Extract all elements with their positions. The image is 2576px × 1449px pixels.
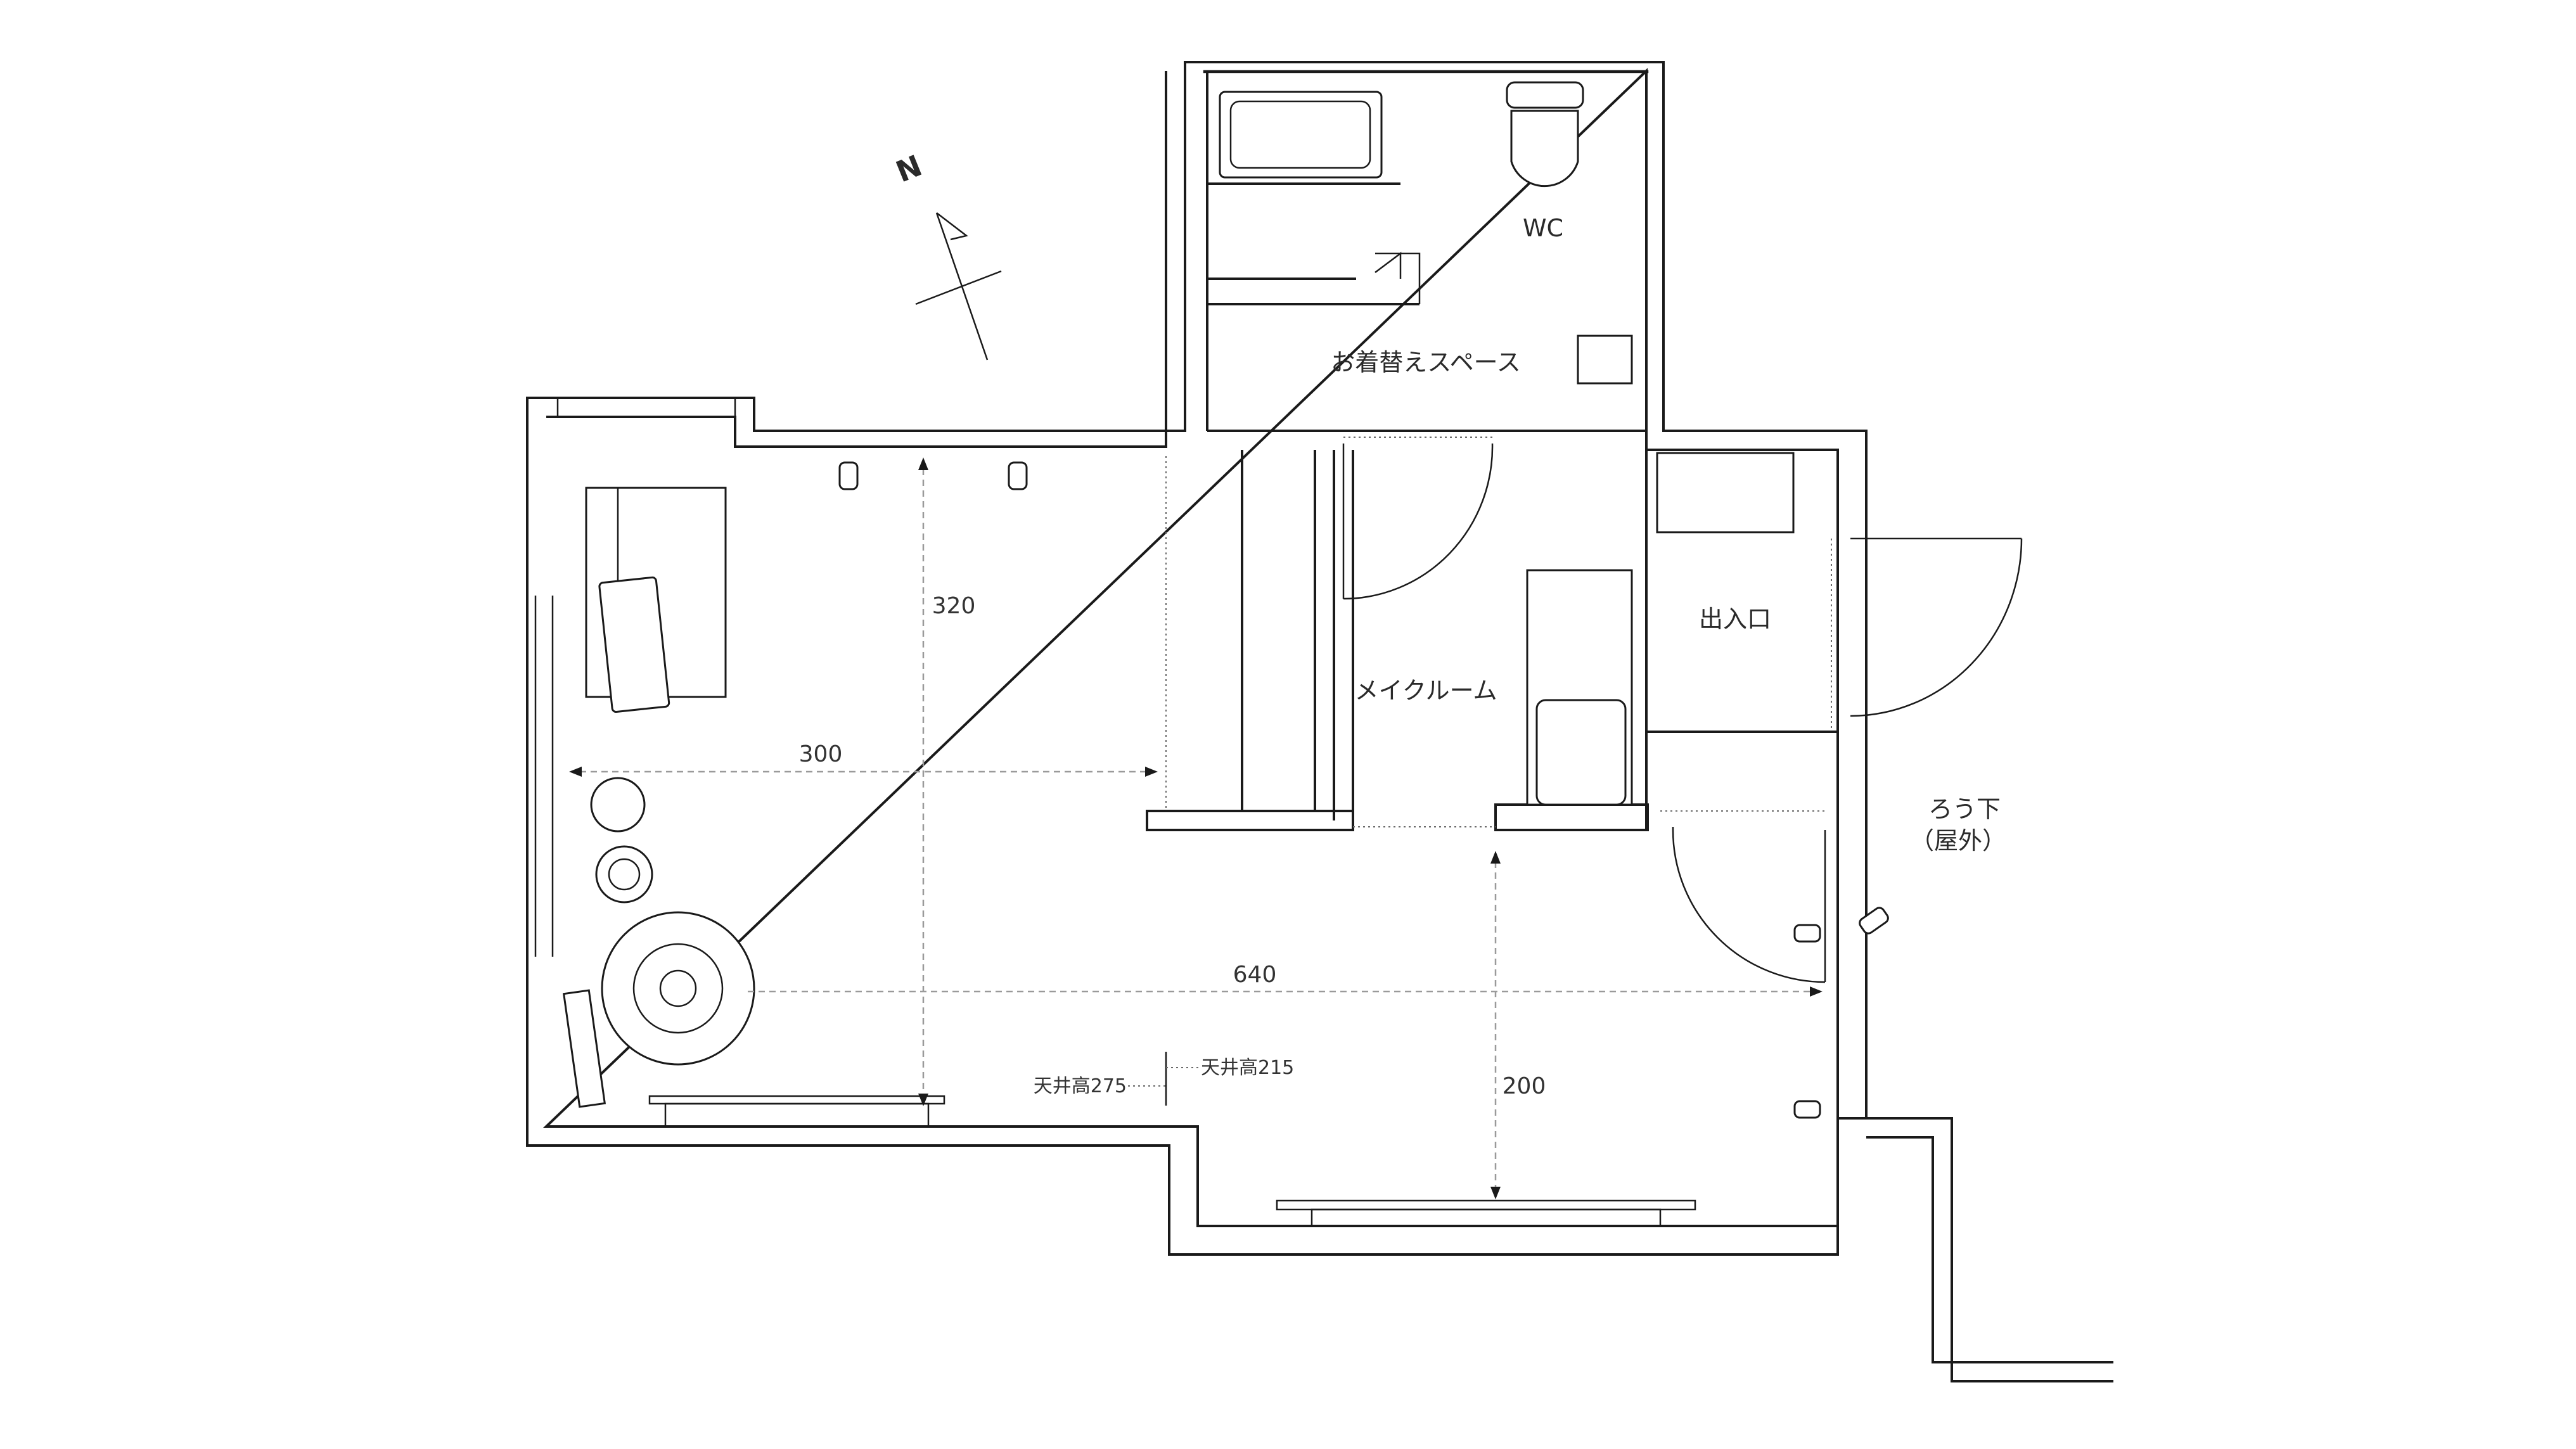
label-corridor-outdoor: （屋外） [1910, 827, 2006, 855]
label-corridor: ろう下 [1928, 795, 2001, 823]
wall-light-1 [1793, 924, 1821, 943]
ceiling-height-main: 天井高275 [1034, 1075, 1127, 1097]
entrance-shelf [1656, 452, 1795, 533]
corridor-wall-inner [1866, 1136, 2113, 1363]
dim-label-640: 640 [1233, 962, 1277, 988]
labels: WC お着替えスペース 出入口 メイクルーム ろう下 （屋外） 320 300 … [799, 214, 2006, 1099]
top-bay [556, 397, 736, 418]
walls [526, 61, 2113, 1382]
corridor-wall-outer [1866, 1117, 2113, 1382]
mirror-panel [562, 989, 606, 1108]
ceiling-height-lowered: 天井高215 [1201, 1057, 1294, 1079]
dim-label-300: 300 [799, 741, 843, 767]
make-room-door-swing [1343, 443, 1494, 600]
exterior-light [1859, 907, 1889, 935]
bath-door-swing [1375, 252, 1402, 279]
bottom-window-left [648, 1095, 945, 1105]
studio-door-swing [1672, 829, 1826, 983]
make-room-ledge [1494, 803, 1649, 831]
bathtub [1219, 91, 1383, 179]
plant-small [590, 777, 646, 833]
make-room-sink [1535, 699, 1627, 806]
bottom-window-right-sash [1310, 1208, 1662, 1227]
toilet-bowl [1510, 110, 1579, 188]
wc-top [1203, 70, 1649, 73]
label-entrance: 出入口 [1699, 605, 1771, 633]
bottom-window-left-sash [664, 1102, 930, 1128]
light-fixture-1 [838, 461, 859, 490]
outer-wall [526, 61, 1868, 1256]
bath-edge [1375, 252, 1421, 304]
dim-label-200: 200 [1503, 1073, 1546, 1099]
compass-cross [915, 270, 1002, 305]
label-make-room: メイクルーム [1355, 677, 1497, 705]
plant-large [601, 911, 755, 1066]
label-wc: WC [1523, 214, 1563, 242]
compass-arrowhead [936, 212, 968, 241]
dimension-lines [569, 457, 1823, 1199]
plant-medium [595, 845, 653, 903]
label-changing-space: お着替えスペース [1331, 348, 1520, 376]
bathtub-inner [1229, 100, 1371, 169]
bottom-window-right [1276, 1199, 1696, 1211]
north-label: N [891, 148, 926, 189]
dim-label-320: 320 [932, 593, 976, 619]
toilet-tank [1506, 81, 1584, 109]
wash-basin [1577, 335, 1633, 385]
entrance-door-swing [1850, 538, 2023, 717]
sofa-cushion [598, 576, 670, 713]
north-compass: N [891, 148, 1002, 361]
doors [648, 437, 2023, 1227]
inner-wall [543, 68, 1839, 1227]
wall-light-2 [1793, 1100, 1821, 1119]
partition-ledge [1146, 810, 1354, 831]
light-fixture-2 [1008, 461, 1028, 490]
furniture [562, 81, 1889, 1119]
